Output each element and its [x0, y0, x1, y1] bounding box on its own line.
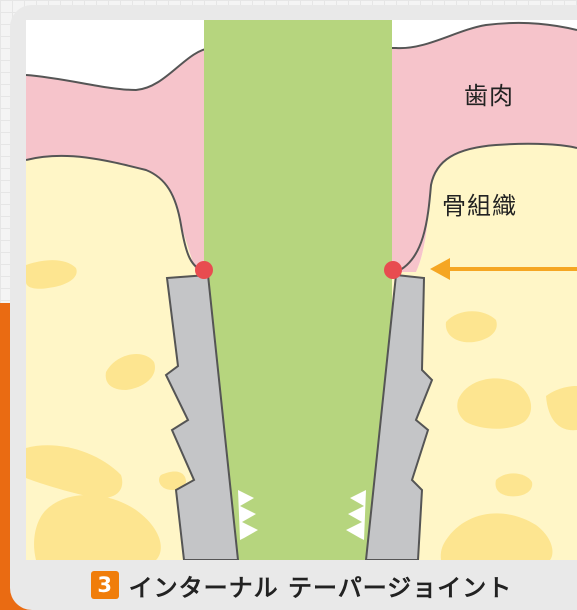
cross-section-svg	[26, 20, 577, 560]
gum-bone-boundary-left	[26, 154, 207, 273]
implant-wall-right	[364, 273, 434, 560]
abutment	[204, 20, 392, 560]
cross-section-diagram: 歯肉 骨組織	[26, 20, 577, 560]
contact-point-icon	[195, 261, 213, 279]
figure-caption: 3 インターナル テーパージョイント	[26, 560, 577, 610]
internal-threads	[238, 490, 366, 540]
arrow-left-icon	[430, 258, 577, 280]
gum-label: 歯肉	[464, 82, 514, 110]
caption-text: インターナル テーパージョイント	[128, 573, 513, 602]
contact-point-icon	[384, 261, 402, 279]
implant-wall-left	[164, 273, 240, 560]
bone-label: 骨組織	[442, 192, 517, 220]
caption-number-badge: 3	[90, 571, 119, 599]
bone-pockets	[26, 260, 577, 560]
gum-bone-boundary-right	[395, 142, 577, 273]
